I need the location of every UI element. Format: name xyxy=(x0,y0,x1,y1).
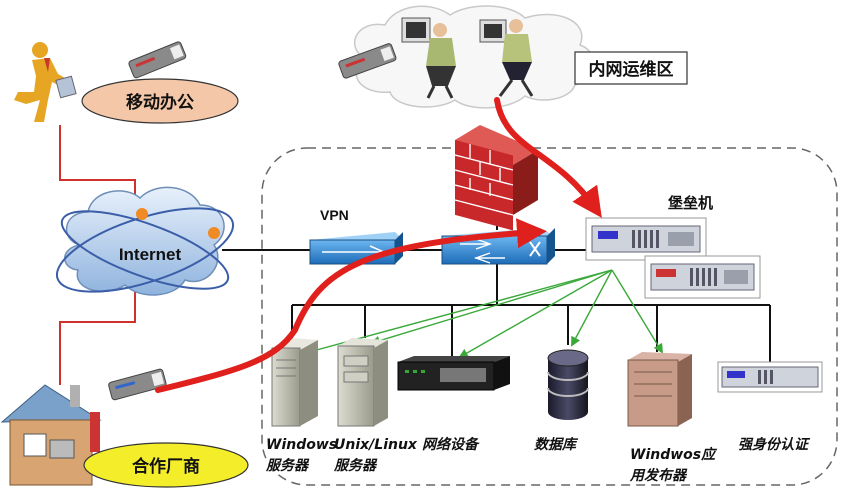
usb-key-icon xyxy=(338,43,397,79)
ops-access-path xyxy=(494,97,602,218)
usb-key-icon xyxy=(108,368,167,401)
internal-zone-border xyxy=(261,147,838,486)
bastion-server-icon xyxy=(585,217,707,261)
server-label-auth: 强身份认证 xyxy=(738,436,811,453)
server-label-windows-2: 服务器 xyxy=(265,457,310,474)
server-label-db: 数据库 xyxy=(534,436,579,453)
usb-key-icon xyxy=(128,41,187,79)
bastion-server-icon xyxy=(717,361,823,393)
operator-icon xyxy=(479,19,534,97)
partner-ellipse xyxy=(83,442,249,488)
cloud-icon xyxy=(55,186,235,296)
database-icon xyxy=(547,349,589,420)
vpn-device-icon xyxy=(309,232,403,265)
server-label-unix-2: 服务器 xyxy=(333,457,378,474)
server-label-app-2: 用发布器 xyxy=(629,467,688,484)
intranet-ops-label: 内网运维区 xyxy=(589,59,674,80)
server-label-network: 网络设备 xyxy=(422,436,480,453)
mobile-office-label: 移动办公 xyxy=(126,92,194,113)
tower-server-icon xyxy=(271,338,318,427)
bastion-server-icon xyxy=(644,255,761,299)
server-label-app-1: Windwos应 xyxy=(630,446,718,463)
tower-server-icon xyxy=(337,338,388,427)
bastion-label: 堡垒机 xyxy=(668,194,713,212)
partner-access-path xyxy=(155,218,547,393)
server-label-unix-1: Unix/Linux xyxy=(334,437,418,453)
user-running-icon xyxy=(14,42,77,122)
network-device-icon xyxy=(397,356,510,391)
left-connection-lines xyxy=(59,125,136,385)
house-icon xyxy=(0,384,102,486)
internet-label: Internet xyxy=(119,245,182,264)
vpn-label: VPN xyxy=(320,207,349,223)
tower-server-icon xyxy=(627,352,692,427)
partner-label: 合作厂商 xyxy=(132,456,200,477)
firewall-icon xyxy=(454,125,538,231)
operator-icon xyxy=(401,17,456,99)
server-label-windows-1: Windows xyxy=(266,437,337,453)
intranet-ops-box xyxy=(574,51,688,85)
mobile-office-ellipse xyxy=(81,78,239,124)
